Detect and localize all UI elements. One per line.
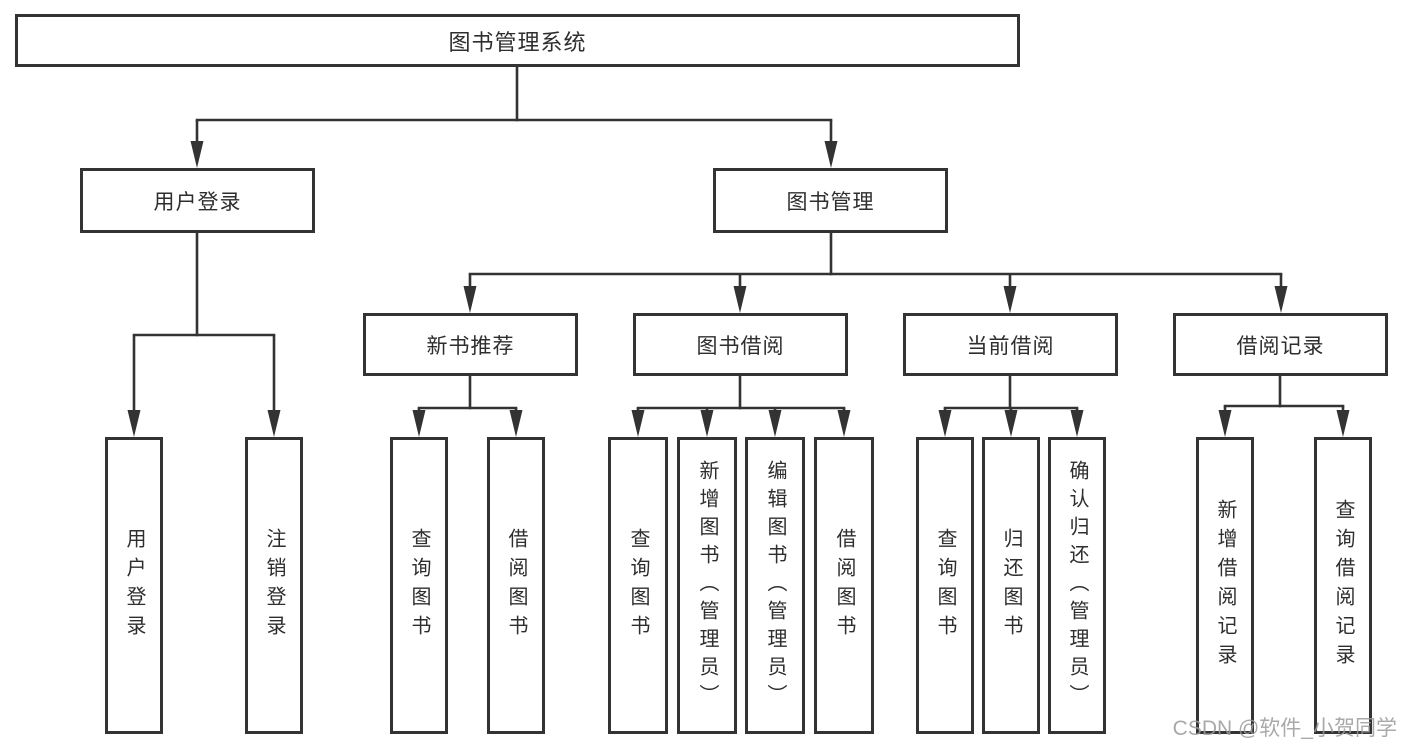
leaf-label: 确认归还（管理员）	[1066, 459, 1088, 712]
node-label: 图书管理	[786, 190, 875, 214]
leaf-query-books: 查询图书	[916, 437, 974, 734]
leaf-label: 查询借阅记录	[1332, 498, 1354, 673]
node-current-borrow: 当前借阅	[903, 313, 1118, 376]
arrow-down-icon	[1336, 410, 1350, 437]
leaf-label: 查询图书	[408, 527, 430, 644]
arrow-down-icon	[412, 410, 426, 437]
node-label: 图书管理系统	[448, 29, 587, 55]
leaf-user-login: 用户登录	[105, 437, 163, 734]
connector	[1218, 376, 1350, 437]
arrow-down-icon	[938, 410, 952, 437]
leaf-query-books: 查询图书	[390, 437, 448, 734]
node-new-book-recommend: 新书推荐	[363, 313, 578, 376]
node-root-system: 图书管理系统	[15, 14, 1020, 67]
leaf-logout: 注销登录	[245, 437, 303, 734]
arrow-down-icon	[1070, 410, 1084, 437]
node-label: 用户登录	[153, 190, 242, 214]
arrow-down-icon	[127, 410, 141, 437]
arrow-down-icon	[190, 141, 204, 168]
arrow-down-icon	[824, 141, 838, 168]
connector	[631, 376, 851, 437]
connector	[938, 376, 1084, 437]
leaf-label: 编辑图书（管理员）	[764, 459, 786, 712]
node-book-management: 图书管理	[713, 168, 948, 233]
node-label: 图书借阅	[696, 334, 785, 358]
leaf-label: 新增借阅记录	[1214, 498, 1236, 673]
leaf-label: 借阅图书	[833, 527, 855, 644]
leaf-borrow-books: 借阅图书	[814, 437, 874, 734]
leaf-label: 查询图书	[934, 527, 956, 644]
arrow-down-icon	[700, 410, 714, 437]
arrow-down-icon	[1218, 410, 1232, 437]
leaf-label: 用户登录	[123, 527, 145, 644]
node-book-borrow: 图书借阅	[633, 313, 848, 376]
leaf-return-books: 归还图书	[982, 437, 1040, 734]
connector	[412, 376, 523, 437]
leaf-confirm-return-admin: 确认归还（管理员）	[1048, 437, 1106, 734]
arrow-down-icon	[463, 286, 477, 313]
arrow-down-icon	[837, 410, 851, 437]
node-label: 当前借阅	[966, 334, 1055, 358]
leaf-add-borrow-record: 新增借阅记录	[1196, 437, 1254, 734]
leaf-label: 注销登录	[263, 527, 285, 644]
connector	[190, 67, 838, 168]
csdn-watermark: CSDN @软件_小贺同学	[1172, 717, 1397, 740]
leaf-add-books-admin: 新增图书（管理员）	[677, 437, 737, 734]
leaf-query-books: 查询图书	[608, 437, 668, 734]
leaf-borrow-books: 借阅图书	[487, 437, 545, 734]
arrow-down-icon	[509, 410, 523, 437]
arrow-down-icon	[768, 410, 782, 437]
node-user-login: 用户登录	[80, 168, 315, 233]
node-borrow-records: 借阅记录	[1173, 313, 1388, 376]
arrow-down-icon	[1004, 410, 1018, 437]
arrow-down-icon	[1003, 286, 1017, 313]
arrow-down-icon	[1274, 286, 1288, 313]
node-label: 新书推荐	[426, 334, 515, 358]
connector	[463, 233, 1288, 313]
leaf-label: 归还图书	[1000, 527, 1022, 644]
arrow-down-icon	[733, 286, 747, 313]
leaf-edit-books-admin: 编辑图书（管理员）	[745, 437, 805, 734]
node-label: 借阅记录	[1236, 334, 1325, 358]
connector	[127, 233, 281, 437]
leaf-label: 借阅图书	[505, 527, 527, 644]
leaf-label: 查询图书	[627, 527, 649, 644]
arrow-down-icon	[267, 410, 281, 437]
leaf-query-borrow-record: 查询借阅记录	[1314, 437, 1372, 734]
arrow-down-icon	[631, 410, 645, 437]
leaf-label: 新增图书（管理员）	[696, 459, 718, 712]
